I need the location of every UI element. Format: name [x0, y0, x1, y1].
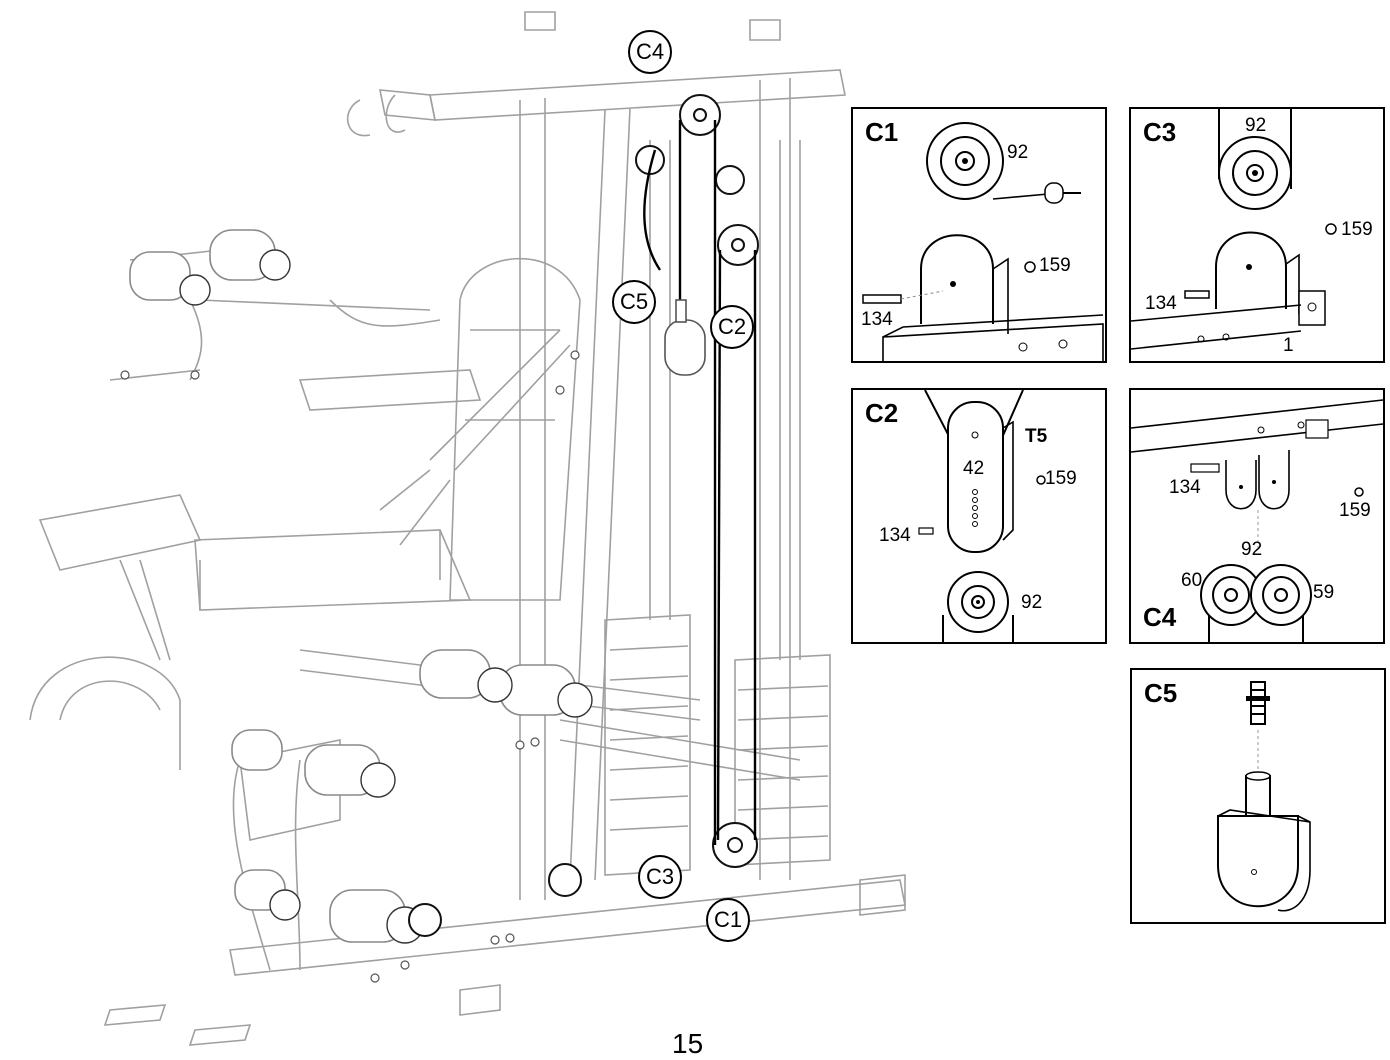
callout-c2: C2	[710, 305, 754, 349]
machine-bolts	[120, 350, 580, 983]
panel-c5-title: C5	[1144, 678, 1178, 708]
roller-pads	[129, 229, 576, 943]
panel-c1-nut-label: 159	[1039, 255, 1071, 276]
panel-c2-cable-label: T5	[1025, 426, 1048, 447]
panel-c5-drawing	[1217, 681, 1311, 912]
panel-c4-pulley-label: 92	[1241, 539, 1263, 560]
cables	[643, 120, 757, 845]
panel-c1-title: C1	[865, 117, 899, 147]
callout-c3: C3	[638, 855, 682, 899]
panel-c2-drawing	[918, 390, 1046, 642]
panel-c4-bolt-label: 134	[1169, 477, 1201, 498]
panel-c2-bolt-label: 134	[879, 525, 911, 546]
panel-c4-right-pulley-label: 59	[1313, 582, 1335, 603]
panel-c1-drawing	[862, 122, 1104, 361]
machine-stem	[664, 299, 706, 376]
panel-c3-title: C3	[1143, 117, 1177, 147]
detail-panel-c1: C1 92 159 134	[851, 107, 1107, 363]
panel-c4-left-pulley-label: 60	[1181, 570, 1203, 591]
panel-c4-drawing	[1131, 399, 1383, 642]
panel-c2-nut-label: 159	[1045, 468, 1077, 489]
detail-panel-c2: C2 T5 42 159 134 92	[851, 388, 1107, 644]
callout-c5: C5	[612, 280, 656, 324]
machine-pulleys	[408, 94, 759, 937]
page-number: 15	[672, 1028, 704, 1059]
panel-c3-bolt-label: 134	[1145, 293, 1177, 314]
detail-panel-c5: C5	[1130, 668, 1386, 924]
panel-c3-frame-label: 1	[1283, 335, 1294, 356]
callout-c1: C1	[706, 898, 750, 942]
panel-c1-pulley-label: 92	[1007, 142, 1029, 163]
roller-ends	[179, 249, 593, 944]
panel-c3-nut-label: 159	[1341, 219, 1373, 240]
panel-c3-pulley-label: 92	[1245, 115, 1267, 136]
panel-c2-bracket-label: 42	[963, 458, 985, 479]
panel-c1-bolt-label: 134	[861, 309, 893, 330]
panel-c3-drawing	[1131, 109, 1337, 350]
panel-c4-title: C4	[1143, 602, 1177, 632]
frame-lines	[29, 11, 906, 1046]
panel-c4-nut-label: 159	[1339, 500, 1371, 521]
detail-panel-c4: 134 159 92 60 59 C4	[1129, 388, 1385, 644]
panel-c2-title: C2	[865, 398, 899, 428]
callout-c4: C4	[628, 30, 672, 74]
panel-c2-pulley-label: 92	[1021, 592, 1043, 613]
detail-panel-c3: C3 92 159 134 1	[1129, 107, 1385, 363]
